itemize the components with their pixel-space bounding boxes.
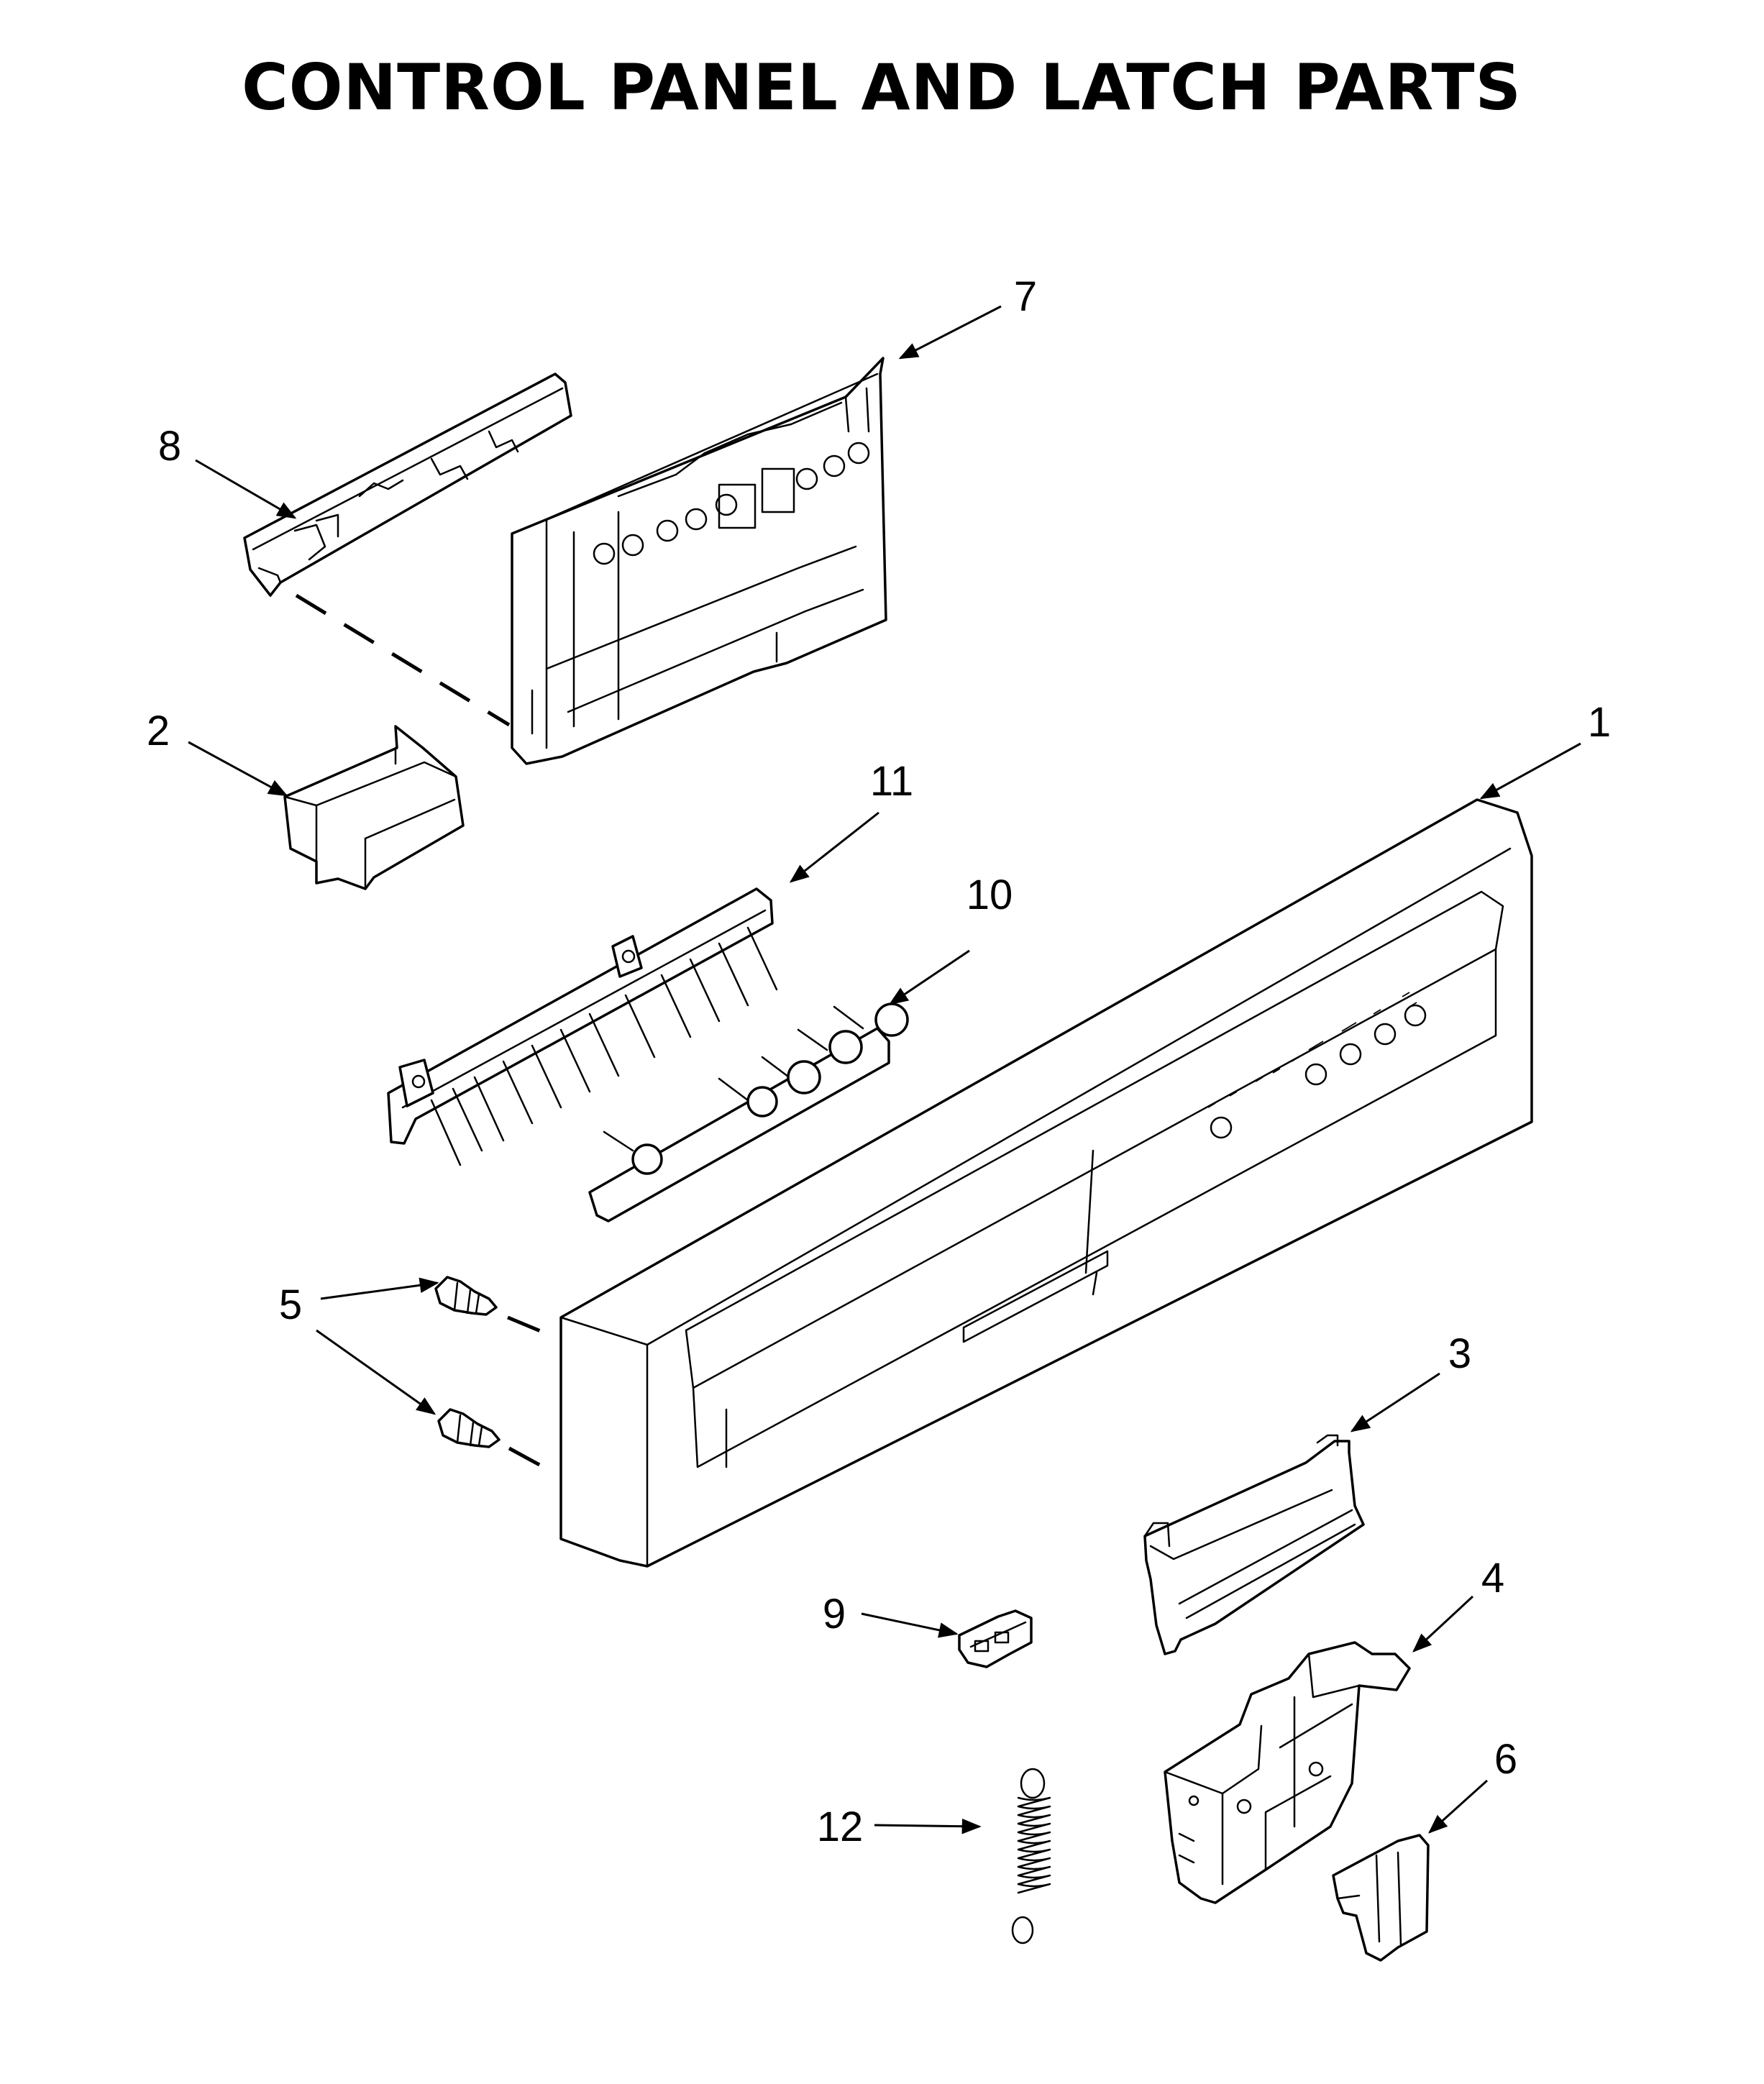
callout-9: 9 xyxy=(823,1591,846,1637)
leader-7 xyxy=(898,305,1002,360)
panel-indicators xyxy=(1207,992,1427,1139)
leader-9 xyxy=(861,1612,959,1638)
callout-12: 12 xyxy=(817,1804,864,1850)
round-buttons xyxy=(603,1002,909,1175)
callout-3: 3 xyxy=(1448,1330,1471,1377)
leader-11 xyxy=(789,811,879,883)
part-7-control-board[interactable] xyxy=(511,357,887,765)
part-3-latch-handle[interactable] xyxy=(1143,1434,1365,1655)
leader-8 xyxy=(195,459,297,519)
part-12-spring[interactable] xyxy=(1011,1768,1051,1944)
leader-4 xyxy=(1412,1595,1474,1653)
part-1-console-panel[interactable] xyxy=(559,798,1533,1568)
page-title: CONTROL PANEL AND LATCH PARTS xyxy=(242,50,1522,124)
callout-6: 6 xyxy=(1494,1736,1517,1783)
leader-5-lower xyxy=(316,1329,437,1415)
part-5-screw-upper[interactable] xyxy=(434,1276,498,1316)
callout-4: 4 xyxy=(1481,1555,1504,1601)
button-pins xyxy=(430,926,778,1166)
part-8-bracket[interactable] xyxy=(243,373,572,597)
callout-11: 11 xyxy=(870,758,913,805)
callout-8: 8 xyxy=(158,423,181,470)
alignment-line-screw-upper xyxy=(507,1315,543,1334)
leader-6 xyxy=(1427,1779,1489,1834)
callout-7: 7 xyxy=(1014,273,1037,320)
leader-5-upper xyxy=(320,1277,439,1300)
callout-5: 5 xyxy=(279,1281,302,1328)
alignment-line-8-to-7 xyxy=(295,593,511,727)
callout-2: 2 xyxy=(147,708,170,754)
part-4-latch-assembly[interactable] xyxy=(1164,1641,1411,1904)
leader-10 xyxy=(888,949,970,1005)
part-2-bracket[interactable] xyxy=(283,725,465,890)
part-6-latch-clip[interactable] xyxy=(1332,1834,1430,1962)
leader-12 xyxy=(874,1818,982,1834)
callout-1: 1 xyxy=(1588,699,1611,746)
callout-10: 10 xyxy=(966,872,1013,918)
part-5-screw-lower[interactable] xyxy=(437,1408,501,1448)
part-11-button-rack[interactable] xyxy=(387,887,909,1222)
part-9-switch[interactable] xyxy=(958,1609,1033,1668)
leader-2 xyxy=(188,741,288,797)
leader-3 xyxy=(1350,1372,1440,1432)
alignment-line-screw-lower xyxy=(508,1446,542,1468)
leader-1 xyxy=(1479,742,1581,800)
